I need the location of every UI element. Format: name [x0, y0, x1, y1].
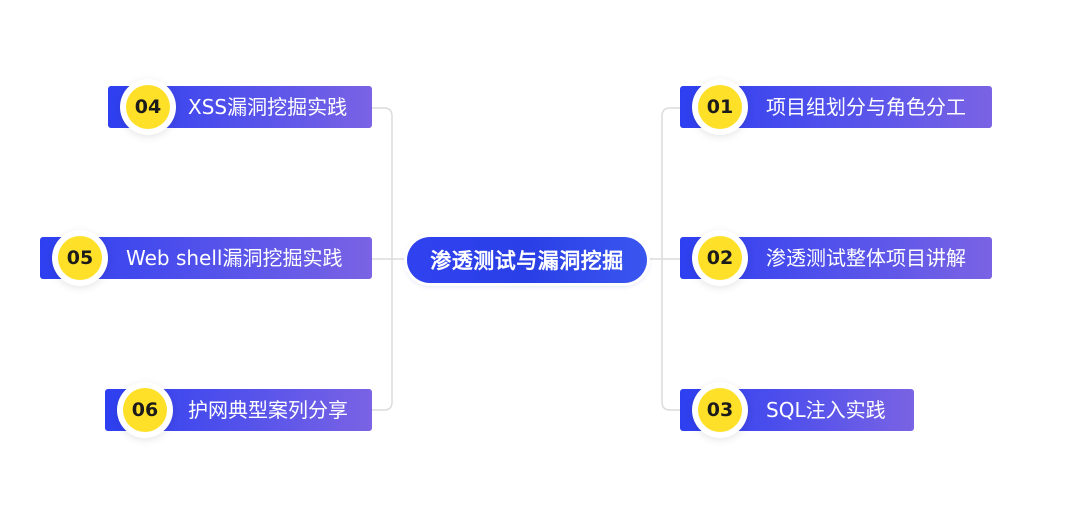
topic-node-03: 03 SQL注入实践: [680, 388, 914, 432]
topic-number-badge: 02: [698, 236, 742, 280]
topic-label: SQL注入实践: [766, 398, 886, 422]
topic-number-badge: 04: [126, 85, 170, 129]
topic-number-badge: 01: [698, 85, 742, 129]
central-topic: 渗透测试与漏洞挖掘: [407, 237, 647, 283]
central-topic-label: 渗透测试与漏洞挖掘: [430, 249, 624, 273]
topic-number-badge: 03: [698, 388, 742, 432]
topic-label: 项目组划分与角色分工: [766, 95, 966, 119]
topic-label: XSS漏洞挖掘实践: [188, 95, 348, 119]
topic-node-02: 02 渗透测试整体项目讲解: [680, 236, 992, 280]
topic-number-badge: 05: [58, 236, 102, 280]
topic-label: 渗透测试整体项目讲解: [766, 246, 966, 270]
topic-node-01: 01 项目组划分与角色分工: [680, 85, 992, 129]
topic-label: Web shell漏洞挖掘实践: [126, 246, 343, 270]
topic-node-04: 04 XSS漏洞挖掘实践: [108, 85, 372, 129]
topic-label: 护网典型案列分享: [188, 398, 348, 422]
topic-node-05: 05 Web shell漏洞挖掘实践: [40, 236, 372, 280]
topic-node-06: 06 护网典型案列分享: [105, 388, 372, 432]
topic-number-badge: 06: [123, 388, 167, 432]
